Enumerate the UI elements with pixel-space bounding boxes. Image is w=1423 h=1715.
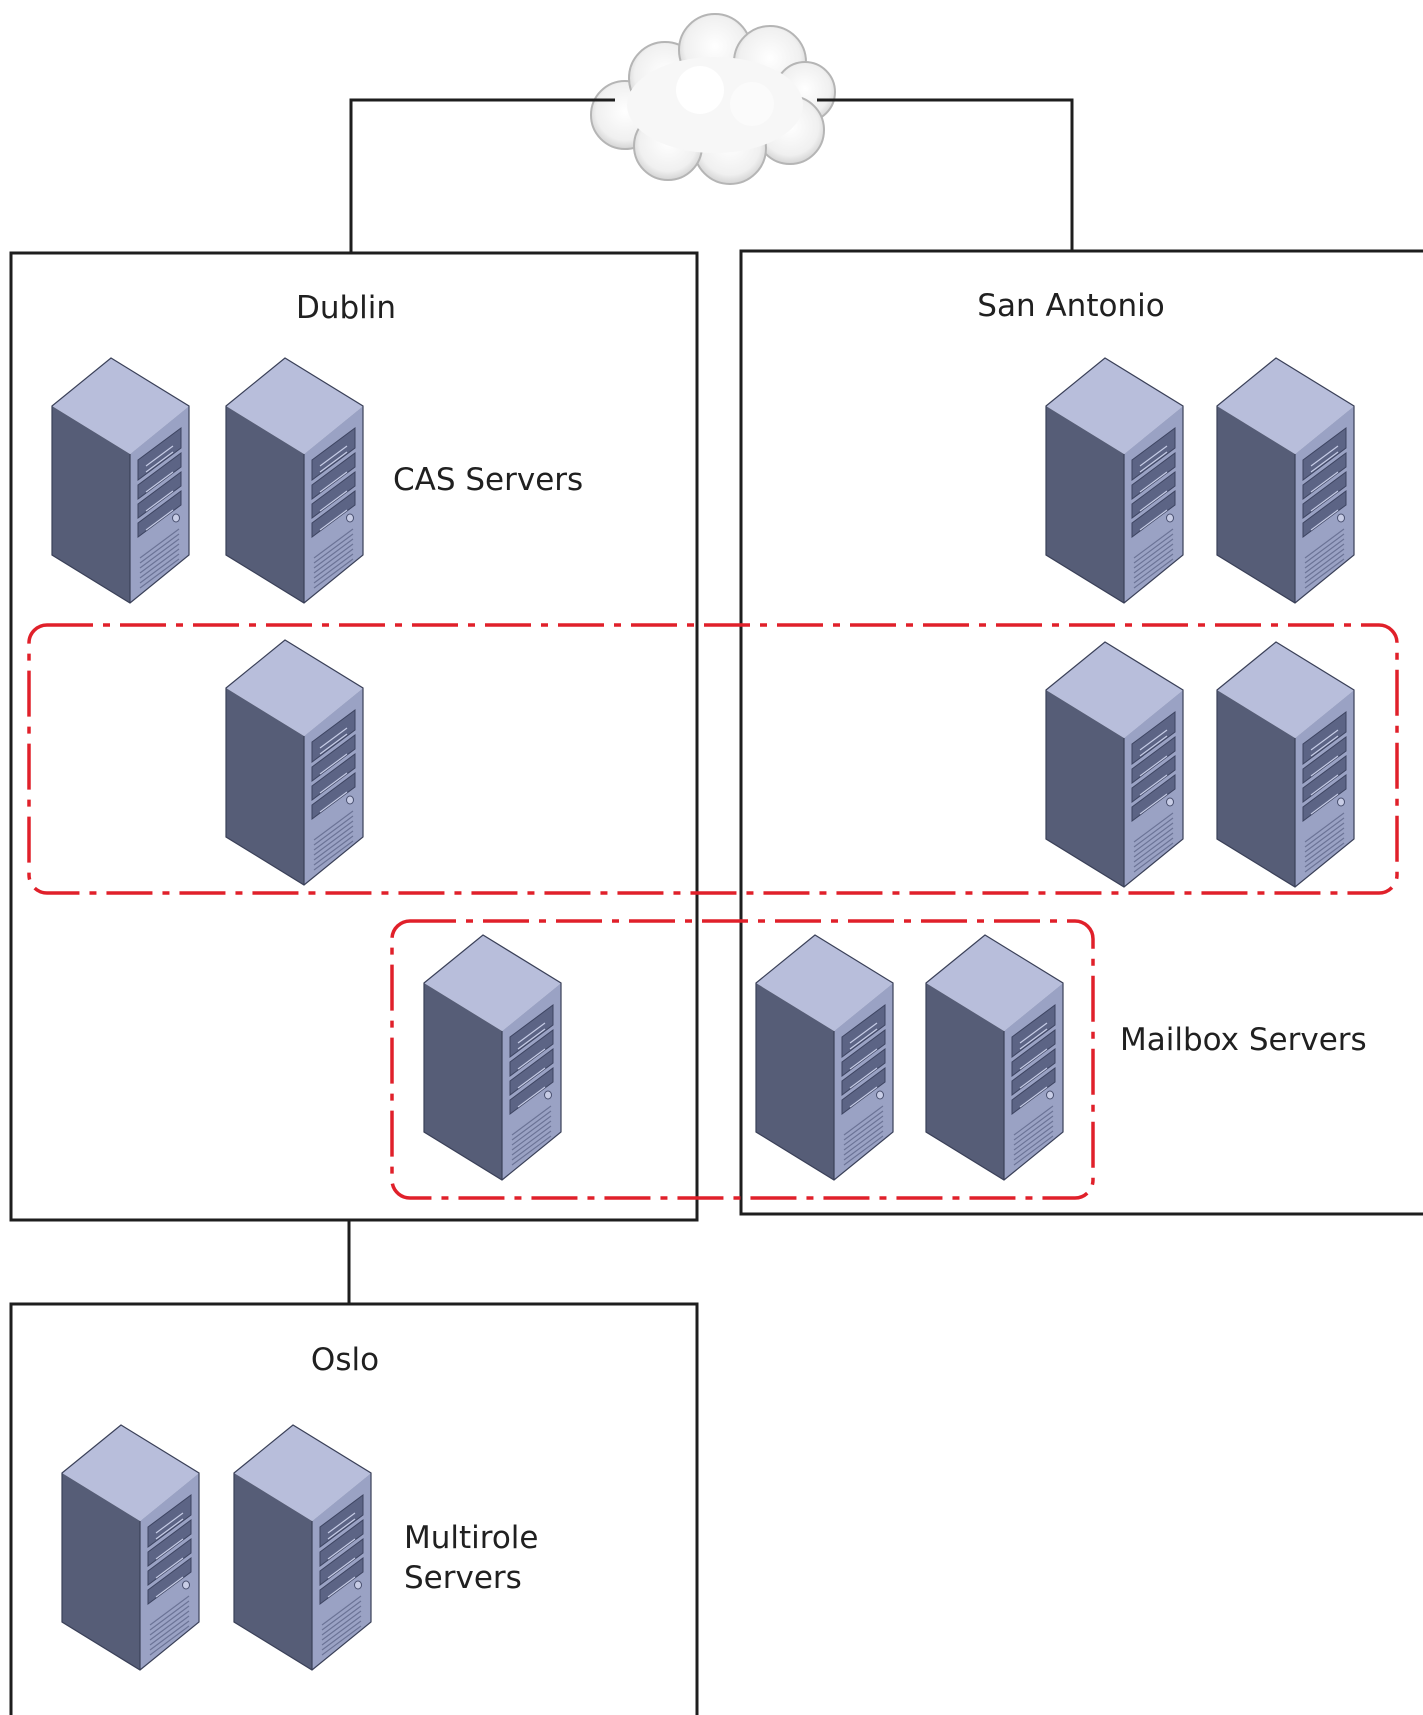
- server-tower-icon: [925, 934, 1064, 1181]
- server-tower-icon: [755, 934, 894, 1181]
- site-oslo: [9, 1302, 699, 1715]
- server-tower-icon: [225, 357, 364, 604]
- role-label-multirole-line1: Multirole: [404, 1520, 539, 1556]
- server-tower-icon: [1045, 357, 1184, 604]
- dag-boundary-lower: [390, 919, 1095, 1200]
- site-dublin: [9, 251, 699, 1222]
- server-tower-icon: [61, 1424, 200, 1671]
- server-tower-icon: [1216, 641, 1355, 888]
- server-tower-icon: [233, 1424, 372, 1671]
- dag-boundary-upper: [27, 623, 1399, 895]
- server-tower-icon: [225, 639, 364, 886]
- site-label-dublin: Dublin: [296, 290, 396, 326]
- role-label-cas: CAS Servers: [393, 462, 583, 498]
- wan-link-dublin: [349, 98, 615, 253]
- server-tower-icon: [1045, 641, 1184, 888]
- site-label-oslo: Oslo: [311, 1342, 379, 1378]
- role-label-mailbox: Mailbox Servers: [1120, 1022, 1367, 1058]
- wan-link-san-antonio: [817, 98, 1074, 250]
- cloud-icon: [590, 13, 836, 185]
- site-san-antonio: [739, 249, 1423, 1216]
- role-label-multirole-line2: Servers: [404, 1560, 522, 1596]
- site-label-san-antonio: San Antonio: [977, 288, 1164, 324]
- server-tower-icon: [423, 934, 562, 1181]
- server-tower-icon: [1216, 357, 1355, 604]
- server-tower-icon: [51, 357, 190, 604]
